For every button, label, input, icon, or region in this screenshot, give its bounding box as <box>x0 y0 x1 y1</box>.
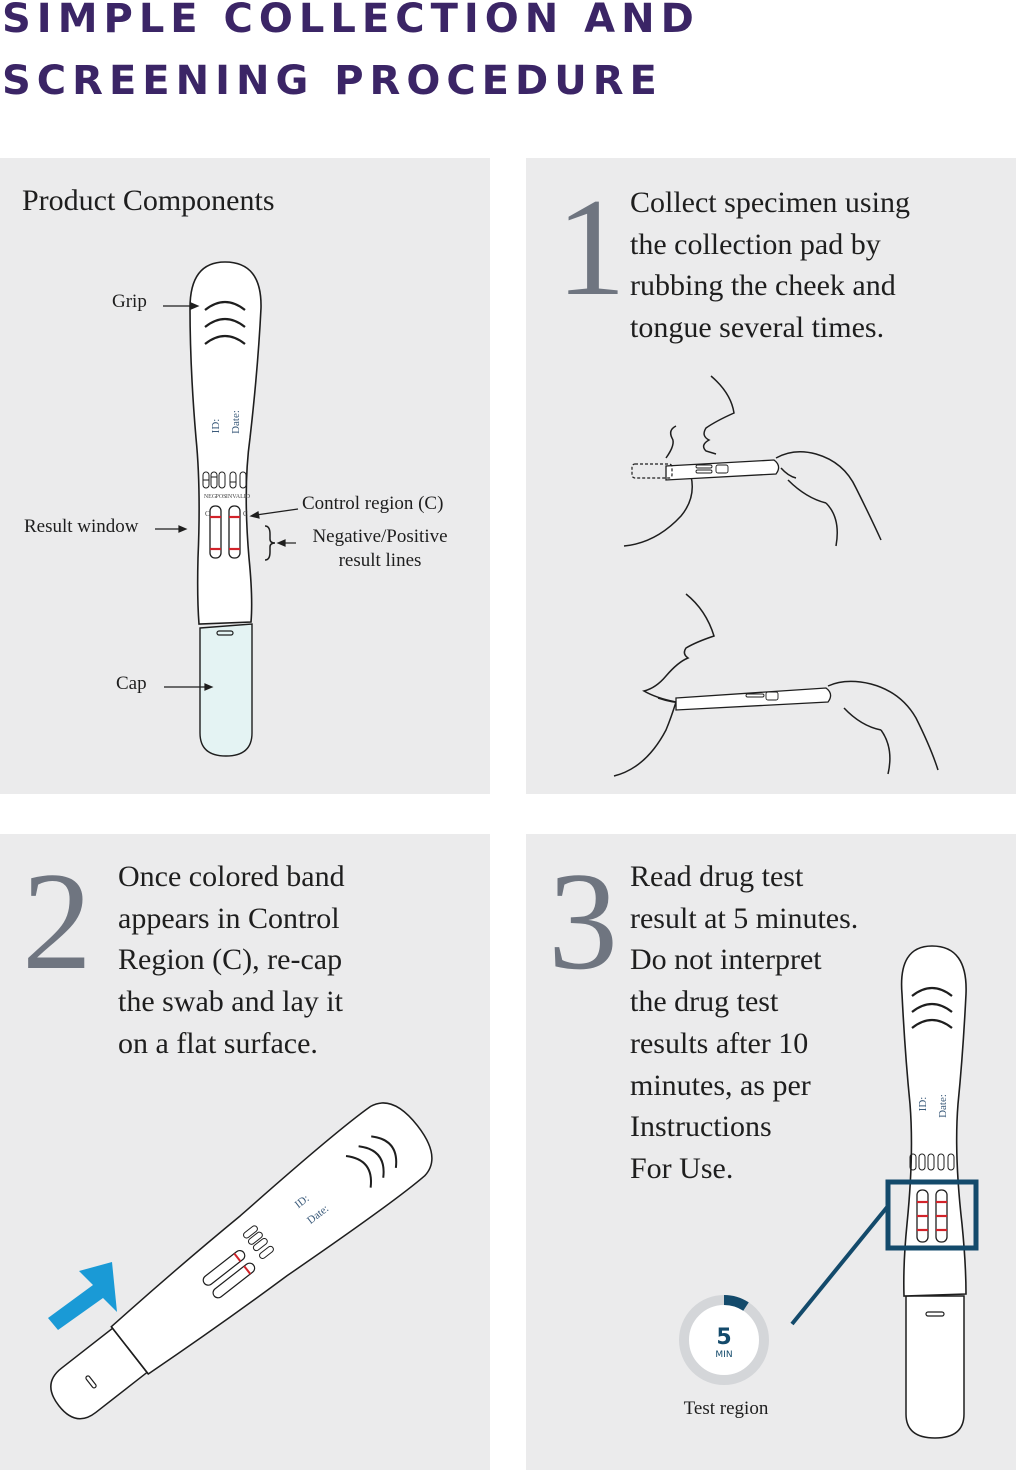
step-1-illustration <box>613 375 939 777</box>
legend-neg: NEG <box>204 494 217 500</box>
device-upright-body <box>900 945 967 1297</box>
step-2-panel: 2 Once colored band appears in Control R… <box>0 834 490 1470</box>
swab-lower <box>675 687 832 711</box>
c-mark-right: C <box>243 510 248 518</box>
legend-invalid: INVALID <box>226 494 251 500</box>
product-diagram: ID: Date: NEG POS INVALID C C Grip <box>24 261 448 757</box>
page-title: SIMPLE COLLECTION AND SCREENING PROCEDUR… <box>2 0 700 112</box>
title-line-2: SCREENING PROCEDURE <box>2 58 663 104</box>
neg-pos-label-1: Negative/Positive <box>312 526 447 547</box>
grip-chevrons-upright-icon <box>911 986 953 1029</box>
result-lines <box>210 515 240 551</box>
timer-label: Test region <box>684 1398 769 1419</box>
timer-value: 5 <box>716 1325 731 1350</box>
step-3-number: 3 <box>548 844 618 999</box>
result-window-label: Result window <box>24 516 139 537</box>
device-id-label: ID: <box>210 419 222 434</box>
grip-chevrons-icon <box>204 300 246 345</box>
timer-ring-icon <box>679 1295 769 1385</box>
result-lines-brace <box>264 525 276 561</box>
step-2-text: Once colored band appears in Control Reg… <box>118 860 345 1060</box>
device-date-label: Date: <box>230 410 242 434</box>
components-heading: Product Components <box>22 184 275 217</box>
swab-upper <box>665 459 780 481</box>
highlight-pointer <box>790 1204 890 1326</box>
step-1-text: Collect specimen using the collection pa… <box>630 186 910 345</box>
product-components-panel: Product Components ID: Date: NEG POS INV… <box>0 158 490 794</box>
face-profile-lower <box>613 593 715 777</box>
step-1-panel: 1 Collect specimen using the collection … <box>526 158 1016 794</box>
test-region-highlight <box>885 1179 979 1251</box>
cap-shape <box>199 623 253 757</box>
step-3-illustration: ID: Date: 5 MIN Test region <box>679 945 979 1439</box>
step-1-number: 1 <box>556 170 626 325</box>
blue-arrow-icon <box>48 1262 117 1330</box>
neg-pos-label-2: result lines <box>339 550 422 571</box>
timer-unit: MIN <box>715 1350 732 1360</box>
title-line-1: SIMPLE COLLECTION AND <box>2 0 700 42</box>
device-body <box>189 261 262 625</box>
step-3-panel: 3 Read drug test result at 5 minutes. Do… <box>526 834 1016 1470</box>
cap-upright <box>905 1295 965 1439</box>
cap-label: Cap <box>116 673 147 694</box>
device-diagonal: ID: Date: <box>50 1102 433 1420</box>
legend-pills <box>202 471 247 489</box>
step-3-text: Read drug test result at 5 minutes. Do n… <box>630 860 859 1185</box>
step-2-illustration: ID: Date: <box>48 1102 433 1420</box>
step-2-number: 2 <box>22 844 92 999</box>
control-region-label: Control region (C) <box>302 493 443 514</box>
hand-upper <box>775 451 882 547</box>
face-profile-upper <box>623 375 735 547</box>
result-window <box>209 505 241 559</box>
hand-lower <box>827 680 939 775</box>
legend-pos: POS <box>215 494 226 500</box>
device-3-date: Date: <box>937 1094 949 1118</box>
c-mark-left: C <box>205 510 210 518</box>
grip-label: Grip <box>112 291 147 312</box>
device-3-id: ID: <box>917 1097 929 1112</box>
